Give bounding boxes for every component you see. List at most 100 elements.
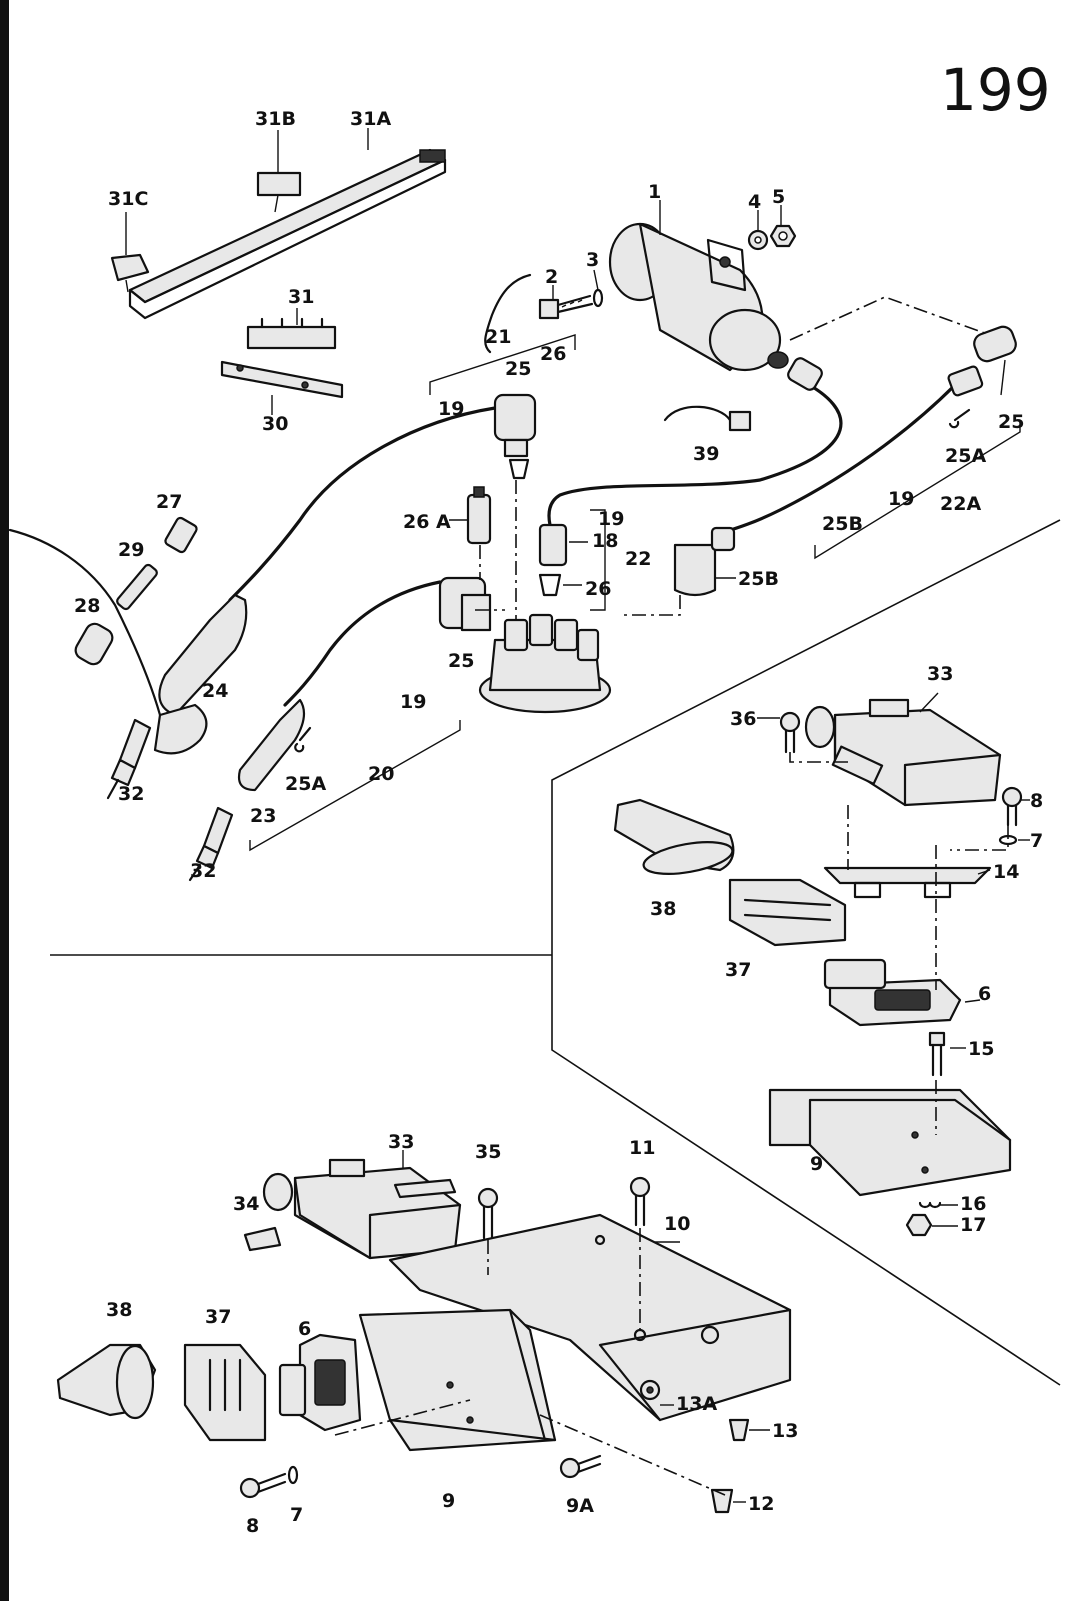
dashdot-screw-36 — [789, 752, 850, 763]
part-label: 8 — [246, 1515, 259, 1537]
lead-to-connector-28 — [8, 528, 162, 717]
suppressor-29 — [116, 563, 158, 611]
part-label: 25 — [448, 650, 474, 672]
part-label: 3 — [586, 249, 599, 271]
terminal-26-upper — [508, 458, 530, 480]
bracket-22 — [590, 509, 606, 611]
control-unit-33-right — [804, 698, 1002, 807]
part-label: 8 — [1030, 790, 1043, 812]
part-label: 19 — [888, 488, 914, 510]
dashdot-lower-diagonal — [539, 1414, 726, 1496]
clip-25a-right — [948, 408, 971, 429]
part-label: 35 — [475, 1141, 501, 1163]
dashdot-25b-to-cap — [620, 595, 681, 616]
plate-14 — [823, 866, 992, 899]
part-label: 32 — [190, 860, 216, 882]
connector-37-lower — [183, 1343, 267, 1442]
part-label: 1 — [648, 181, 661, 203]
part-label: 13 — [772, 1420, 798, 1442]
dashdot-screw-8 — [950, 825, 1009, 851]
bracket-9-lower — [358, 1308, 557, 1452]
part-label: 38 — [106, 1299, 132, 1321]
washer-4 — [747, 229, 769, 251]
boot-38-lower — [56, 1343, 157, 1420]
part-label: 30 — [262, 413, 288, 435]
part-label: 23 — [250, 805, 276, 827]
part-label: 26 — [540, 343, 566, 365]
part-label: 9 — [810, 1153, 823, 1175]
strap-39 — [663, 405, 752, 432]
part-label: 19 — [400, 691, 426, 713]
part-label: 27 — [156, 491, 182, 513]
part-label: 4 — [748, 191, 761, 213]
part-label: 31C — [108, 188, 148, 210]
suppressor-26a — [466, 486, 492, 545]
clip-12 — [710, 1488, 734, 1514]
part-label: 12 — [748, 1493, 774, 1515]
mounting-plate-10 — [388, 1213, 792, 1422]
part-label: 2 — [545, 266, 558, 288]
part-label: 31A — [350, 108, 391, 130]
connector-25b — [673, 526, 736, 597]
clip-25a-lower — [294, 726, 312, 753]
screw-8-right — [1001, 786, 1023, 827]
ignition-coil-1 — [608, 222, 789, 372]
part-label: 19 — [598, 508, 624, 530]
label-leaders — [125, 128, 1030, 1503]
part-label: 25 — [998, 411, 1024, 433]
washer-3 — [592, 288, 604, 308]
boot-coil-end — [787, 357, 823, 391]
part-label: 15 — [968, 1038, 994, 1060]
part-label: 31B — [255, 108, 296, 130]
plug-lead-19-upper — [228, 406, 497, 602]
module-6-lower — [278, 1333, 362, 1432]
part-label: 25A — [285, 773, 326, 795]
plug-connector-25-lower — [438, 576, 492, 632]
bracket-19-21 — [429, 334, 576, 395]
screw-9a — [559, 1454, 602, 1479]
spark-plug-32-lower — [188, 806, 234, 882]
washer-16 — [918, 1201, 942, 1209]
part-label: 20 — [368, 763, 394, 785]
lead-22a-wire — [713, 383, 957, 537]
boot-24 — [153, 593, 248, 755]
plug-connector-25-upper — [493, 393, 537, 458]
connector-18 — [538, 523, 568, 567]
part-label: 13A — [676, 1393, 717, 1415]
part-label: 28 — [74, 595, 100, 617]
part-label: 5 — [772, 186, 785, 208]
clip-31c — [110, 253, 150, 293]
part-label: 37 — [725, 959, 751, 981]
screw-11 — [629, 1176, 651, 1227]
divider-inset-frame — [551, 519, 1061, 1386]
part-label: 10 — [664, 1213, 690, 1235]
connector-28 — [74, 622, 114, 666]
part-label: 25 — [505, 358, 531, 380]
terminal-26-lower — [538, 573, 562, 597]
part-label: 6 — [298, 1318, 311, 1340]
control-unit-33-lower — [262, 1158, 462, 1260]
bracket-20 — [249, 720, 461, 852]
module-6-right — [823, 958, 962, 1027]
part-label: 24 — [202, 680, 228, 702]
dashdot-lower-module — [334, 1399, 471, 1436]
part-label: 6 — [978, 983, 991, 1005]
ground-wire-21 — [484, 273, 532, 354]
part-label: 7 — [1030, 830, 1043, 852]
part-label: 7 — [290, 1504, 303, 1526]
clip-31 — [246, 317, 337, 350]
part-label: 25B — [738, 568, 779, 590]
part-label: 38 — [650, 898, 676, 920]
boot-38-right — [613, 798, 735, 875]
washer-7-lower — [287, 1465, 299, 1485]
part-label: 16 — [960, 1193, 986, 1215]
spark-plug-32-upper — [106, 718, 152, 800]
part-label: 17 — [960, 1214, 986, 1236]
part-label: 18 — [592, 530, 618, 552]
part-label: 11 — [629, 1137, 655, 1159]
part-label: 34 — [233, 1193, 259, 1215]
part-label: 39 — [693, 443, 719, 465]
part-label: 21 — [485, 326, 511, 348]
nut-5 — [769, 224, 797, 248]
